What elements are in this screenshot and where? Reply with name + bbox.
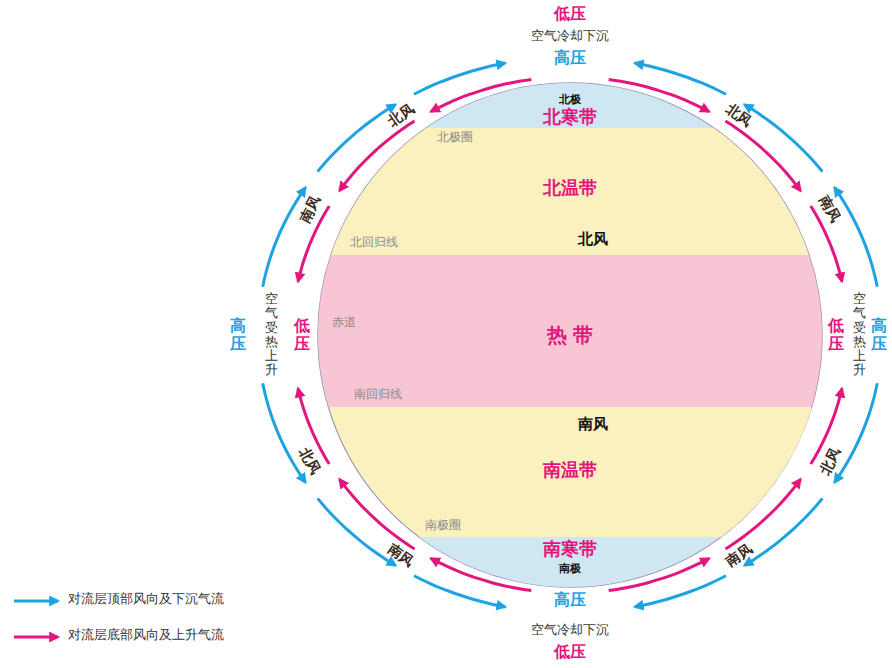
wind-arrow (318, 105, 396, 172)
wind-arrow (744, 498, 822, 565)
arctic-circle-line (426, 128, 714, 129)
legend-text: 对流层底部风向及上升气流 (68, 628, 224, 643)
wind-arrow (744, 105, 822, 172)
zone-name: 热 带 (545, 324, 596, 347)
diagram-label: 高压 (554, 49, 586, 67)
wind-arrow (414, 63, 505, 94)
legend-arrow-sample (14, 600, 58, 603)
diagram-label: 北极圈 (437, 131, 473, 145)
diagram-label: 北极 (559, 94, 581, 107)
legend-arrow-sample (14, 636, 58, 639)
surface-wind-arrow (566, 380, 568, 455)
diagram-label: 南回归线 (354, 388, 402, 402)
diagram-label: 北回归线 (350, 236, 398, 250)
diagram-label: 空气冷却下沉 (531, 29, 609, 44)
climate-zone-band: 热 带 (318, 255, 822, 407)
wind-arrow (635, 576, 726, 607)
diagram-label: 低压 (554, 5, 586, 23)
diagram-label: 低压 (554, 643, 586, 661)
equator-line (318, 334, 822, 336)
diagram-label: 高压 (230, 317, 246, 352)
diagram-label: 南极 (559, 563, 581, 576)
diagram-label: 高压 (554, 591, 586, 609)
climate-zone-band: 北温带 (331, 128, 809, 255)
zone-name: 北温带 (541, 178, 599, 199)
wind-arrow (635, 63, 726, 94)
diagram-label: 北风 (723, 101, 755, 130)
diagram-label: 空气受热上升 (265, 292, 278, 378)
diagram-label: 低压 (828, 317, 844, 352)
diagram-label: 北风 (578, 231, 608, 248)
diagram-label: 南风 (578, 416, 608, 433)
pole-dot (568, 578, 572, 582)
surface-wind-arrow (566, 205, 568, 282)
diagram-label: 南风 (723, 540, 755, 569)
diagram-label: 赤道 (332, 316, 356, 330)
climate-zone-band: 南温带 (329, 407, 812, 537)
diagram-label: 低压 (294, 317, 310, 352)
wind-arrow (318, 498, 396, 565)
diagram-label: 高压 (871, 317, 887, 352)
tropic-line (329, 407, 811, 408)
legend-text: 对流层顶部风向及下沉气流 (68, 592, 224, 607)
tropic-line (331, 255, 809, 256)
zone-name: 北寒带 (541, 107, 599, 128)
wind-arrows (263, 63, 878, 607)
wind-arrow (414, 576, 505, 607)
diagram-label: 空气冷却下沉 (531, 623, 609, 638)
diagram-label: 空气受热上升 (853, 292, 866, 378)
diagram-label: 南风 (385, 540, 417, 569)
antarctic-circle-line (420, 537, 720, 538)
pole-dot (568, 87, 572, 91)
diagram-label: 北风 (385, 101, 417, 130)
zone-name: 南温带 (541, 460, 599, 481)
earth-outline (318, 83, 822, 587)
diagram-label: 南极圈 (425, 519, 461, 533)
zone-name: 南寒带 (541, 539, 599, 560)
